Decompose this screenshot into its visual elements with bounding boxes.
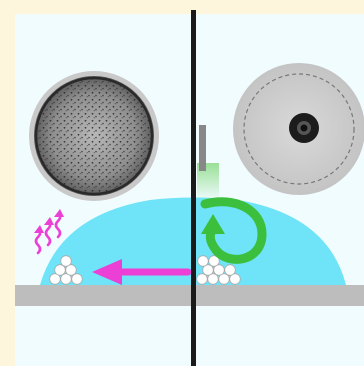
particle	[61, 256, 72, 267]
left-deposit-micrograph	[29, 71, 159, 201]
particle	[225, 265, 236, 276]
heater-probe-icon	[199, 125, 206, 171]
particle	[72, 274, 83, 285]
particle	[55, 265, 66, 276]
substrate-bar	[15, 285, 364, 306]
particle	[198, 256, 209, 267]
particle	[197, 274, 208, 285]
right-deposit-micrograph	[233, 63, 364, 195]
panel-divider	[191, 10, 196, 366]
